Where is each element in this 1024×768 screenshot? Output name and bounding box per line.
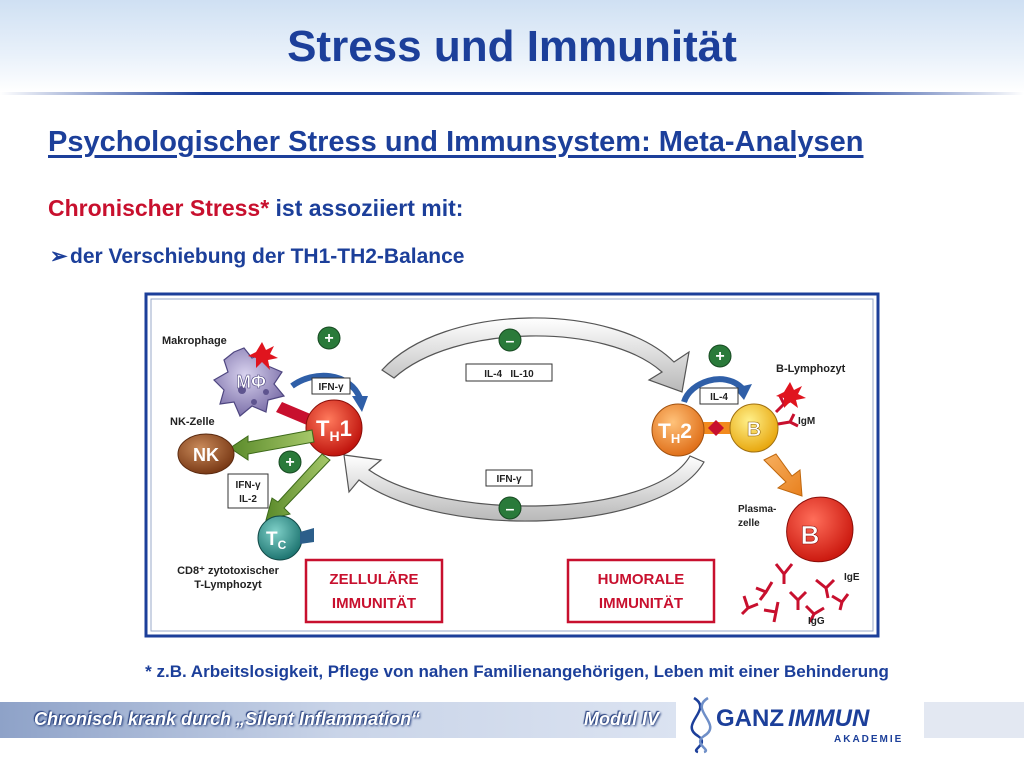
ifn-arrow-head-icon [352, 396, 368, 412]
humorale-label-a: HUMORALE [598, 571, 685, 588]
th1-main: T [316, 416, 330, 441]
b-label: B [747, 419, 761, 441]
chronic-stress-rest: ist assoziiert mit: [269, 195, 464, 221]
plus-symbol: + [285, 454, 294, 471]
tc-main: T [266, 529, 278, 550]
bridge-diamond-icon [708, 420, 724, 436]
logo-immun: IMMUN [788, 705, 870, 732]
footer-right-bar [912, 702, 1024, 738]
tc-sub: C [278, 538, 287, 552]
igm-receptor-icon [777, 413, 799, 428]
footer-bar [0, 702, 676, 738]
dna-helix-icon [690, 696, 712, 754]
ifn-gamma-box [311, 377, 351, 395]
chronic-stress-line: Chronischer Stress* ist assoziiert mit: [48, 195, 463, 222]
curved-arrow-top [381, 317, 690, 393]
th1-th2-diagram: MΦ Makrophage IFN-γ + TH1 NK-Zelle NK + … [144, 292, 880, 638]
ifn-il2-box [227, 473, 269, 509]
il4-il10-box [465, 363, 553, 382]
zellulaere-box [304, 558, 444, 624]
cd8-caption-a: CD8⁺ zytotoxischer [177, 565, 279, 577]
header-band [0, 0, 1024, 92]
humorale-label-b: IMMUNITÄT [599, 595, 683, 612]
makrophage-caption: Makrophage [162, 335, 227, 347]
th1-num: 1 [340, 416, 352, 441]
th1-sub: H [329, 428, 339, 444]
ifn-il2-label-a: IFN-γ [236, 480, 261, 491]
slide-title: Stress und Immunität [287, 22, 737, 71]
plus-badge-icon [278, 450, 302, 474]
bullet-arrow-icon: ➢ [50, 245, 68, 268]
th2-cell-icon [651, 403, 705, 457]
il4-arrow-curve [681, 376, 745, 404]
header-divider [0, 92, 1024, 95]
igg-caption: IgG [808, 616, 825, 627]
th2-sub: H [671, 431, 680, 446]
nk-label: NK [193, 445, 219, 465]
b-lymphozyt-caption: B-Lymphozyt [776, 363, 846, 375]
slide-subtitle: Psychologischer Stress und Immunsystem: … [48, 126, 864, 158]
plasma-cell-icon [786, 496, 854, 563]
tc-label: TC [266, 529, 287, 552]
ifn-gamma-mid-label: IFN-γ [497, 474, 522, 485]
plus-symbol: + [715, 348, 724, 365]
plus-badge-icon [708, 344, 732, 368]
th2-label: TH2 [658, 420, 692, 446]
minus-symbol: – [506, 333, 515, 350]
tc-receptor-icon [300, 528, 314, 544]
humorale-box [566, 558, 716, 624]
plus-symbol: + [324, 330, 333, 347]
il4-box [699, 387, 739, 405]
macrophage-granule-icon [251, 399, 257, 405]
b-to-plasma-arrow-icon [763, 453, 803, 497]
nk-zelle-caption: NK-Zelle [170, 416, 215, 428]
minus-symbol: – [506, 501, 515, 518]
th1-to-nk-arrow-icon [229, 429, 315, 461]
bullet-text: der Verschiebung der TH1-TH2-Balance [70, 245, 465, 268]
logo-akademie: AKADEMIE [834, 734, 903, 745]
macrophage-granule-icon [238, 386, 246, 394]
chronic-stress-label: Chronischer Stress* [48, 195, 270, 221]
cd8-caption-b: T-Lymphozyt [194, 579, 262, 591]
bullet-item: ➢der Verschiebung der TH1-TH2-Balance [50, 244, 464, 269]
ganzimmun-logo: GANZ IMMUN AKADEMIE [684, 694, 924, 754]
plasma-caption-a: Plasma- [738, 504, 776, 515]
il4-label: IL-4 [710, 392, 728, 403]
curved-arrow-bottom [343, 454, 705, 522]
ifn-il2-label-b: IL-2 [239, 494, 257, 505]
th1-label: TH1 [316, 416, 352, 444]
antibody-cluster-icon [740, 563, 850, 623]
nk-cell-icon [177, 433, 235, 475]
zellulaere-label-a: ZELLULÄRE [329, 571, 418, 588]
antigen-burst-icon [248, 342, 278, 370]
ifn-gamma-label: IFN-γ [319, 382, 344, 393]
ige-caption: IgE [844, 572, 860, 583]
plus-badge-icon [317, 326, 341, 350]
plasma-b-label: B [801, 520, 820, 550]
footer-course-title: Chronisch krank durch „Silent Inflammati… [34, 709, 421, 729]
zellulaere-label-b: IMMUNITÄT [332, 595, 416, 612]
footer-module: Modul IV [584, 709, 659, 729]
th1-cell-icon [305, 399, 363, 457]
antigen-burst-icon [776, 382, 806, 408]
ifn-gamma-mid-box [485, 469, 533, 487]
minus-badge-icon [498, 496, 522, 520]
macrophage-granule-icon [263, 389, 269, 395]
plasma-caption-b: zelle [738, 518, 760, 529]
ifn-arrow-curve [290, 372, 363, 400]
footnote: * z.B. Arbeitslosigkeit, Pflege von nahe… [145, 662, 889, 681]
diagram-inner-frame [150, 298, 874, 632]
logo-ganz: GANZ [716, 705, 784, 732]
igm-caption: IgM [798, 416, 815, 427]
logo-background [684, 694, 924, 754]
b-cell-icon [729, 403, 779, 453]
il4-il10-label: IL-4 IL-10 [484, 369, 534, 380]
macrophage-label: MΦ [236, 372, 266, 392]
th2-num: 2 [680, 420, 692, 443]
th2-main: T [658, 420, 671, 443]
minus-badge-icon [498, 328, 522, 352]
